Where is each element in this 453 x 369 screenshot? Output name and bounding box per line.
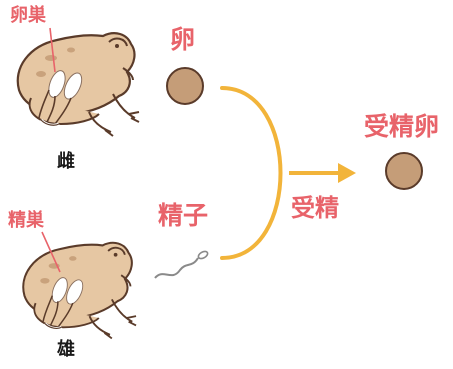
fertilized-egg-label: 受精卵 [364,112,440,141]
ovary-label: 卵巣 [10,5,46,26]
female-label: 雌 [57,151,75,172]
testis-label: 精巣 [8,210,44,231]
egg-label: 卵 [170,25,196,54]
egg-cell [166,67,204,105]
sperm-cell [154,250,209,279]
male-label: 雄 [57,339,75,360]
male-frog-illustration [21,241,138,340]
fertilized-egg-cell [385,152,423,190]
fertilization-arrow [289,163,356,183]
fertilization-label: 受精 [291,194,339,222]
testis-leader-line [41,231,61,273]
sperm-label: 精子 [158,201,209,230]
female-frog-illustration [16,31,141,138]
ovary-leader-line [49,27,56,73]
union-arc [220,86,283,260]
